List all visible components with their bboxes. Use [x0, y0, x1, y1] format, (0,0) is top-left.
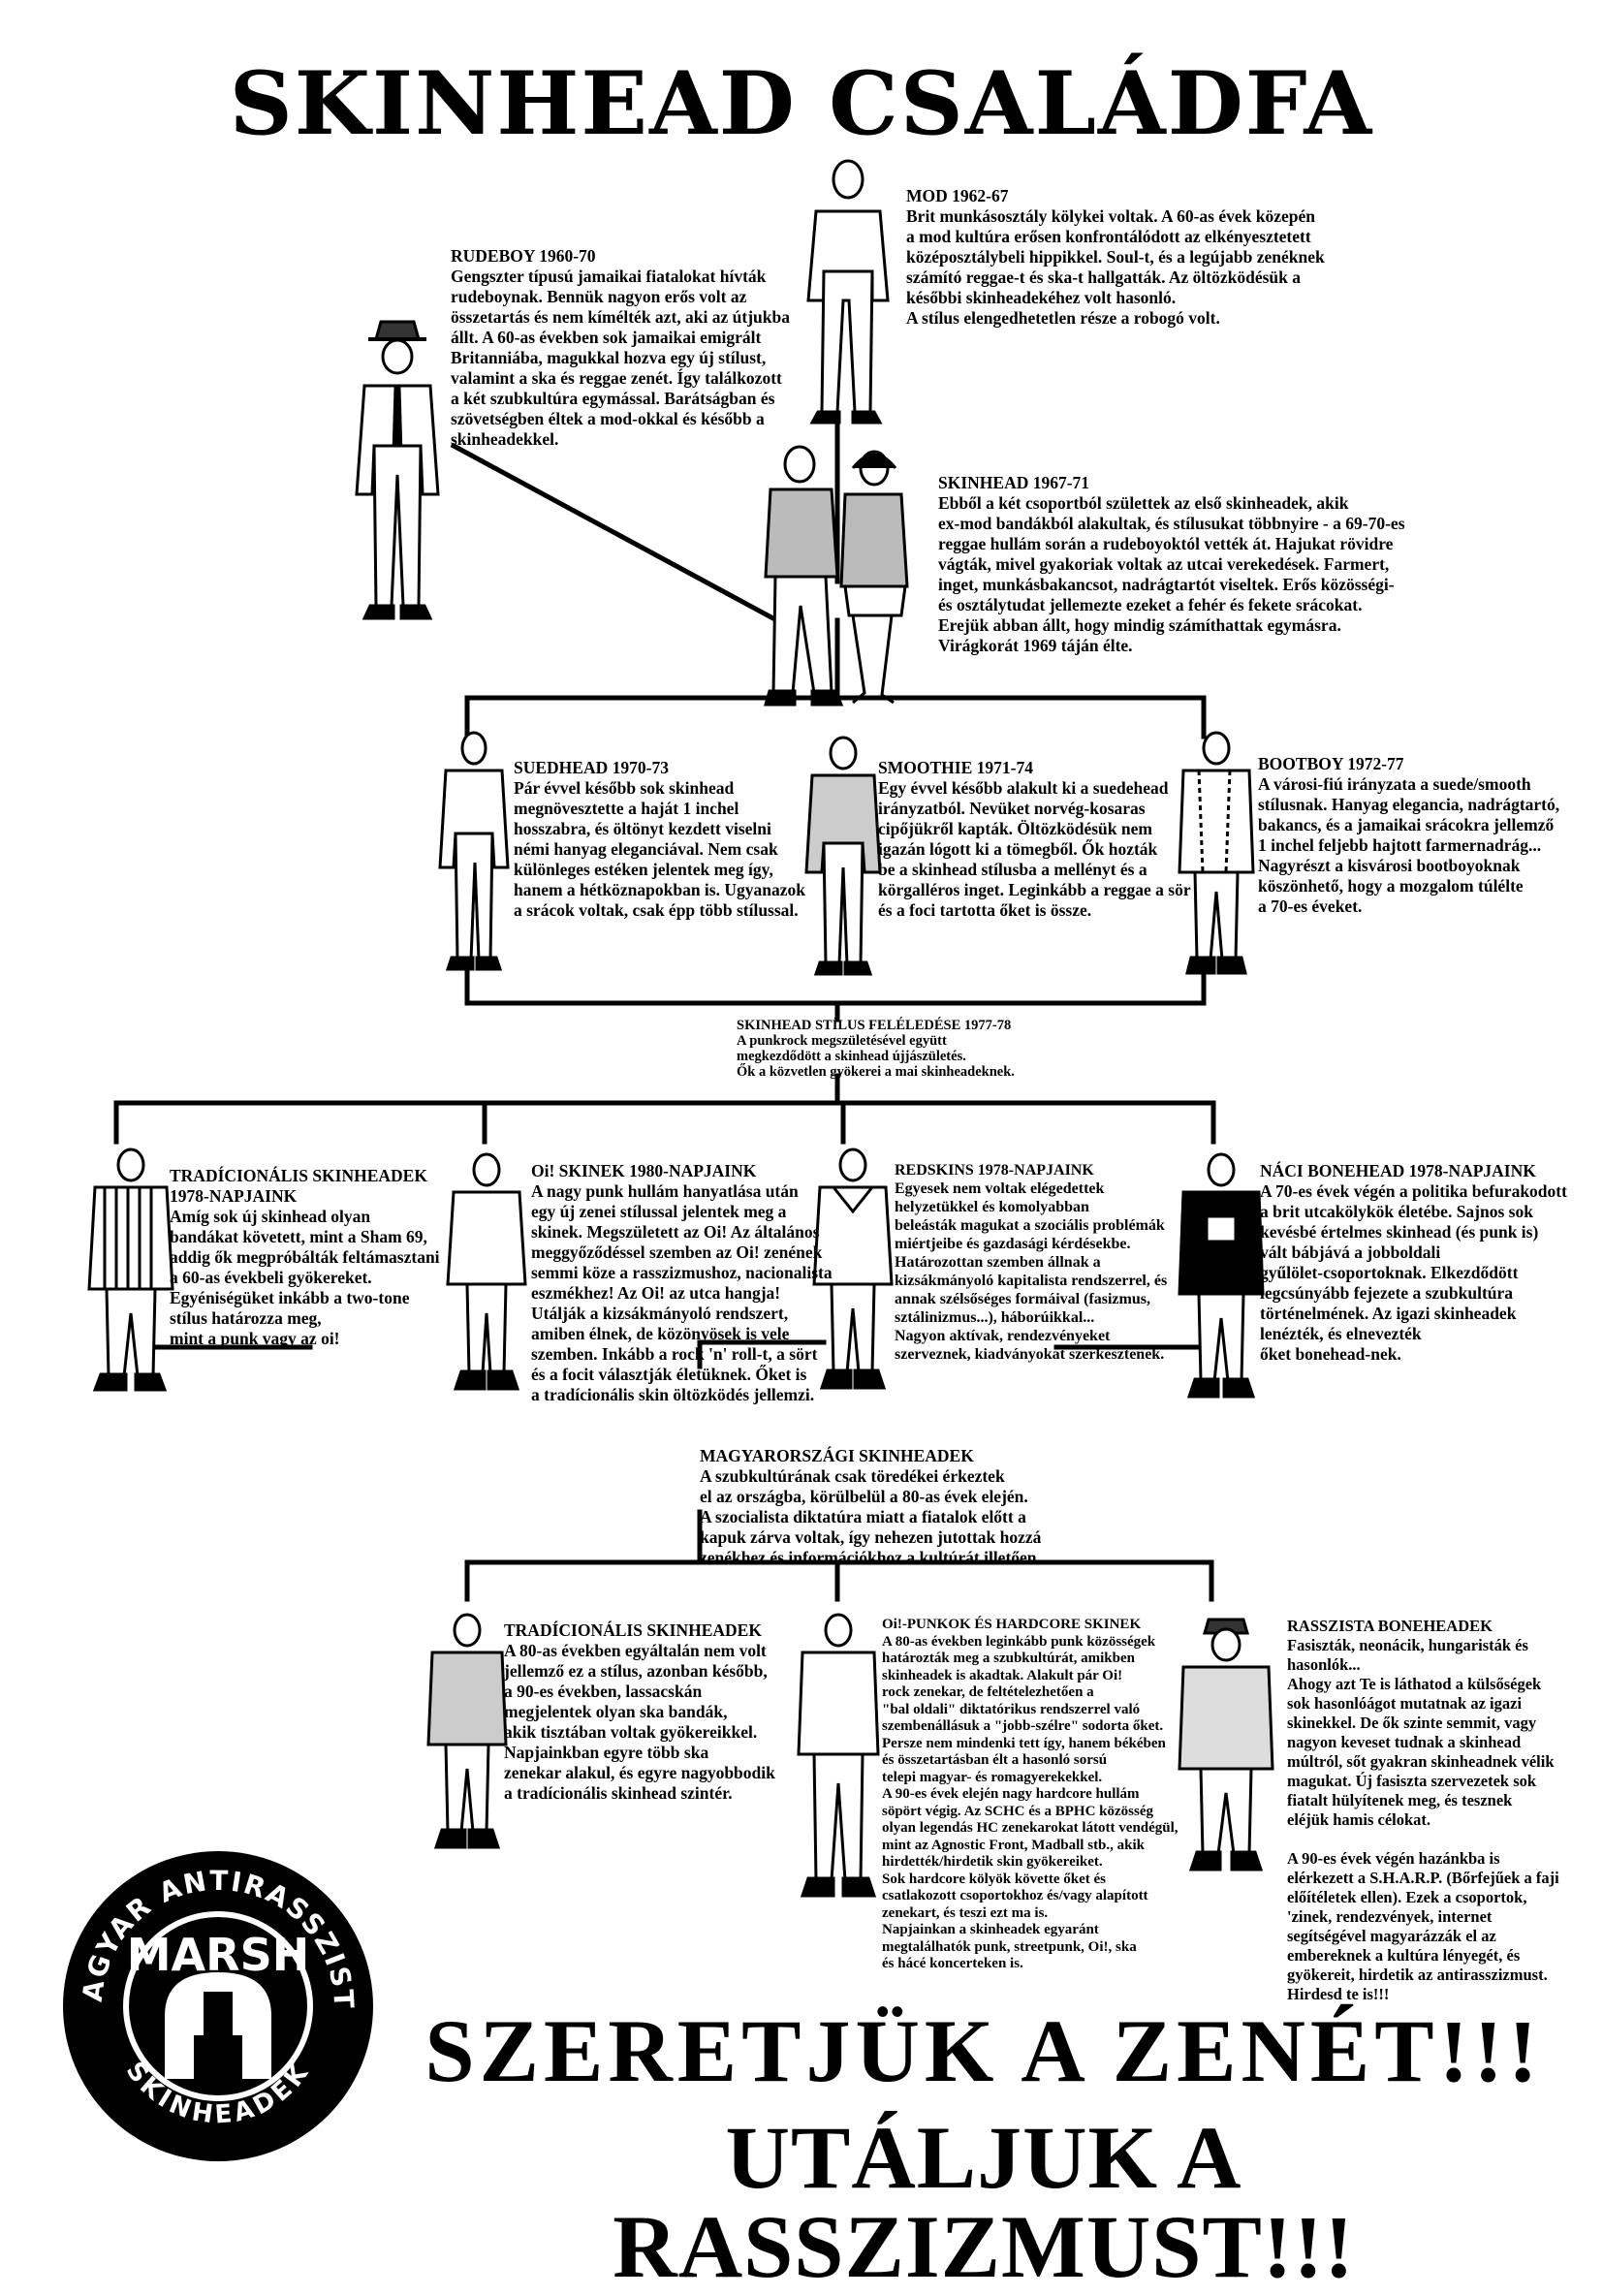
rudeboy-figure: [355, 320, 440, 620]
node-oi-heading: Oi! SKINEK 1980-NAPJAINK: [531, 1161, 757, 1180]
spartan-helmet-icon: [165, 1972, 271, 2079]
node-rassz-heading: RASSZISTA BONEHEADEK: [1287, 1617, 1493, 1635]
node-bootboy-heading: BOOTBOY 1972-77: [1258, 754, 1404, 773]
node-rassz: RASSZISTA BONEHEADEK Fasiszták, neonácik…: [1287, 1617, 1559, 2004]
node-bootboy-text: A városi-fiú irányzata a suede/smooth st…: [1258, 774, 1560, 916]
suedehead-figure: [438, 731, 510, 971]
node-suedehead-heading: SUEDHEAD 1970-73: [514, 758, 669, 777]
node-revival-heading: SKINHEAD STÍLUS FELÉLEDÉSE 1977-78: [737, 1018, 1012, 1033]
node-punk-text: A 80-as években leginkább punk közössége…: [882, 1633, 1179, 1972]
node-trad1: TRADÍCIONÁLIS SKINHEADEK 1978-NAPJAINK A…: [170, 1166, 440, 1349]
node-smoothie-heading: SMOOTHIE 1971-74: [878, 758, 1033, 777]
node-redskins: REDSKINS 1978-NAPJAINK Egyesek nem volta…: [895, 1161, 1167, 1364]
node-punk-heading: Oi!-PUNKOK ÉS HARDCORE SKINEK: [882, 1617, 1142, 1632]
node-naci: NÁCI BONEHEAD 1978-NAPJAINK A 70-es évek…: [1260, 1161, 1567, 1365]
racist-bonehead-figure: [1178, 1618, 1274, 1871]
node-skinhead-heading: SKINHEAD 1967-71: [938, 473, 1090, 492]
node-oi: Oi! SKINEK 1980-NAPJAINK A nagy punk hul…: [531, 1161, 833, 1405]
rudeboy-connector: [450, 442, 799, 634]
hu-trad-skinhead-figure: [426, 1613, 508, 1849]
node-trad1-heading: TRADÍCIONÁLIS SKINHEADEK 1978-NAPJAINK: [170, 1166, 427, 1206]
node-trad2: TRADÍCIONÁLIS SKINHEADEK A 80-as években…: [504, 1620, 775, 1804]
node-revival-text: A punkrock megszületésével együtt megkez…: [737, 1033, 1015, 1080]
marsh-logo: MAGYAR ANTIRASSZISTA SKINHEADEK MARSH: [58, 1846, 373, 2161]
node-naci-heading: NÁCI BONEHEAD 1978-NAPJAINK: [1260, 1161, 1536, 1180]
nazi-bonehead-figure: [1178, 1152, 1265, 1399]
node-mod-heading: MOD 1962-67: [906, 186, 1009, 205]
node-trad1-text: Amíg sok új skinhead olyan bandákat köve…: [170, 1207, 440, 1348]
node-redskins-heading: REDSKINS 1978-NAPJAINK: [895, 1162, 1094, 1179]
node-rudeboy-heading: RUDEBOY 1960-70: [451, 246, 596, 266]
node-redskins-text: Egyesek nem voltak elégedettek helyzetük…: [895, 1180, 1168, 1363]
node-magyar-text: A szubkultúrának csak töredékei érkeztek…: [700, 1466, 1042, 1567]
node-skinhead-text: Ebből a két csoportból születtek az első…: [938, 493, 1405, 655]
node-smoothie: SMOOTHIE 1971-74 Egy évvel később alakul…: [878, 758, 1191, 921]
node-punk: Oi!-PUNKOK ÉS HARDCORE SKINEK A 80-as év…: [882, 1617, 1179, 1973]
node-trad2-text: A 80-as években egyáltalán nem volt jell…: [504, 1641, 775, 1803]
redskin-figure: [812, 1148, 894, 1390]
smoothie-figure: [804, 736, 882, 976]
node-trad2-heading: TRADÍCIONÁLIS SKINHEADEK: [504, 1620, 762, 1640]
node-mod-text: Brit munkásosztály kölykei voltak. A 60-…: [906, 206, 1325, 328]
bootboy-figure: [1178, 731, 1255, 975]
trad-skinhead-figure: [87, 1148, 174, 1392]
skinhead-couple-figure: [764, 445, 909, 707]
mod-figure: [806, 159, 890, 425]
node-rudeboy-text: Gengszter típusú jamaikai fiatalokat hív…: [451, 267, 790, 449]
hardcore-skin-figure: [797, 1613, 880, 1898]
slogan-love-music: SZERETJÜK A ZENÉT!!!: [424, 2001, 1543, 2100]
node-mod: MOD 1962-67 Brit munkásosztály kölykei v…: [906, 186, 1325, 329]
node-bootboy: BOOTBOY 1972-77 A városi-fiú irányzata a…: [1258, 754, 1559, 917]
page-title: SKINHEAD CSALÁDFA: [229, 52, 1374, 155]
node-revival: SKINHEAD STÍLUS FELÉLEDÉSE 1977-78 A pun…: [737, 1018, 1015, 1080]
node-rassz-text: Fasiszták, neonácik, hungaristák és haso…: [1287, 1636, 1559, 2003]
node-skinhead: SKINHEAD 1967-71 Ebből a két csoportból …: [938, 473, 1405, 656]
oi-skin-figure: [446, 1152, 527, 1391]
node-naci-text: A 70-es évek végén a politika befurakodo…: [1260, 1181, 1567, 1364]
node-magyar: MAGYARORSZÁGI SKINHEADEK A szubkultúrána…: [700, 1446, 1041, 1568]
node-rudeboy: RUDEBOY 1960-70 Gengszter típusú jamaika…: [451, 246, 790, 450]
node-suedehead-text: Pár évvel később sok skinhead megnöveszt…: [514, 778, 805, 920]
node-magyar-heading: MAGYARORSZÁGI SKINHEADEK: [700, 1446, 974, 1465]
slogan-hate-racism: UTÁLJUK A RASSZIZMUST!!!: [613, 2108, 1355, 2296]
node-suedehead: SUEDHEAD 1970-73 Pár évvel később sok sk…: [514, 758, 805, 921]
node-oi-text: A nagy punk hullám hanyatlása után egy ú…: [531, 1181, 833, 1404]
node-smoothie-text: Egy évvel később alakult ki a suedehead …: [878, 778, 1191, 920]
